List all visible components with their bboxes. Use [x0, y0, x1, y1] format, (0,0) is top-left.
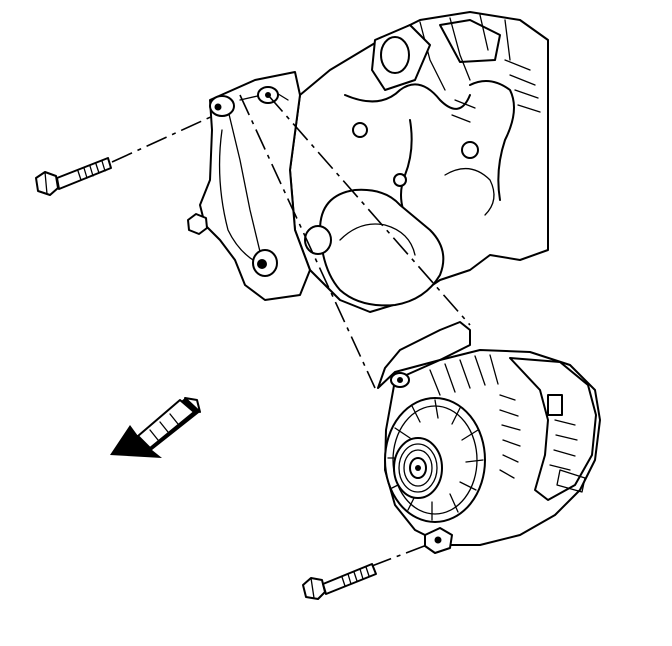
guide-lines [111, 94, 471, 581]
engine-block [289, 11, 549, 313]
direction-arrow [110, 397, 201, 458]
alternator-mounting-bracket [187, 71, 332, 301]
alternator [377, 321, 601, 554]
lower-alternator-bolt [302, 563, 377, 600]
upper-bracket-bolt [35, 157, 112, 196]
